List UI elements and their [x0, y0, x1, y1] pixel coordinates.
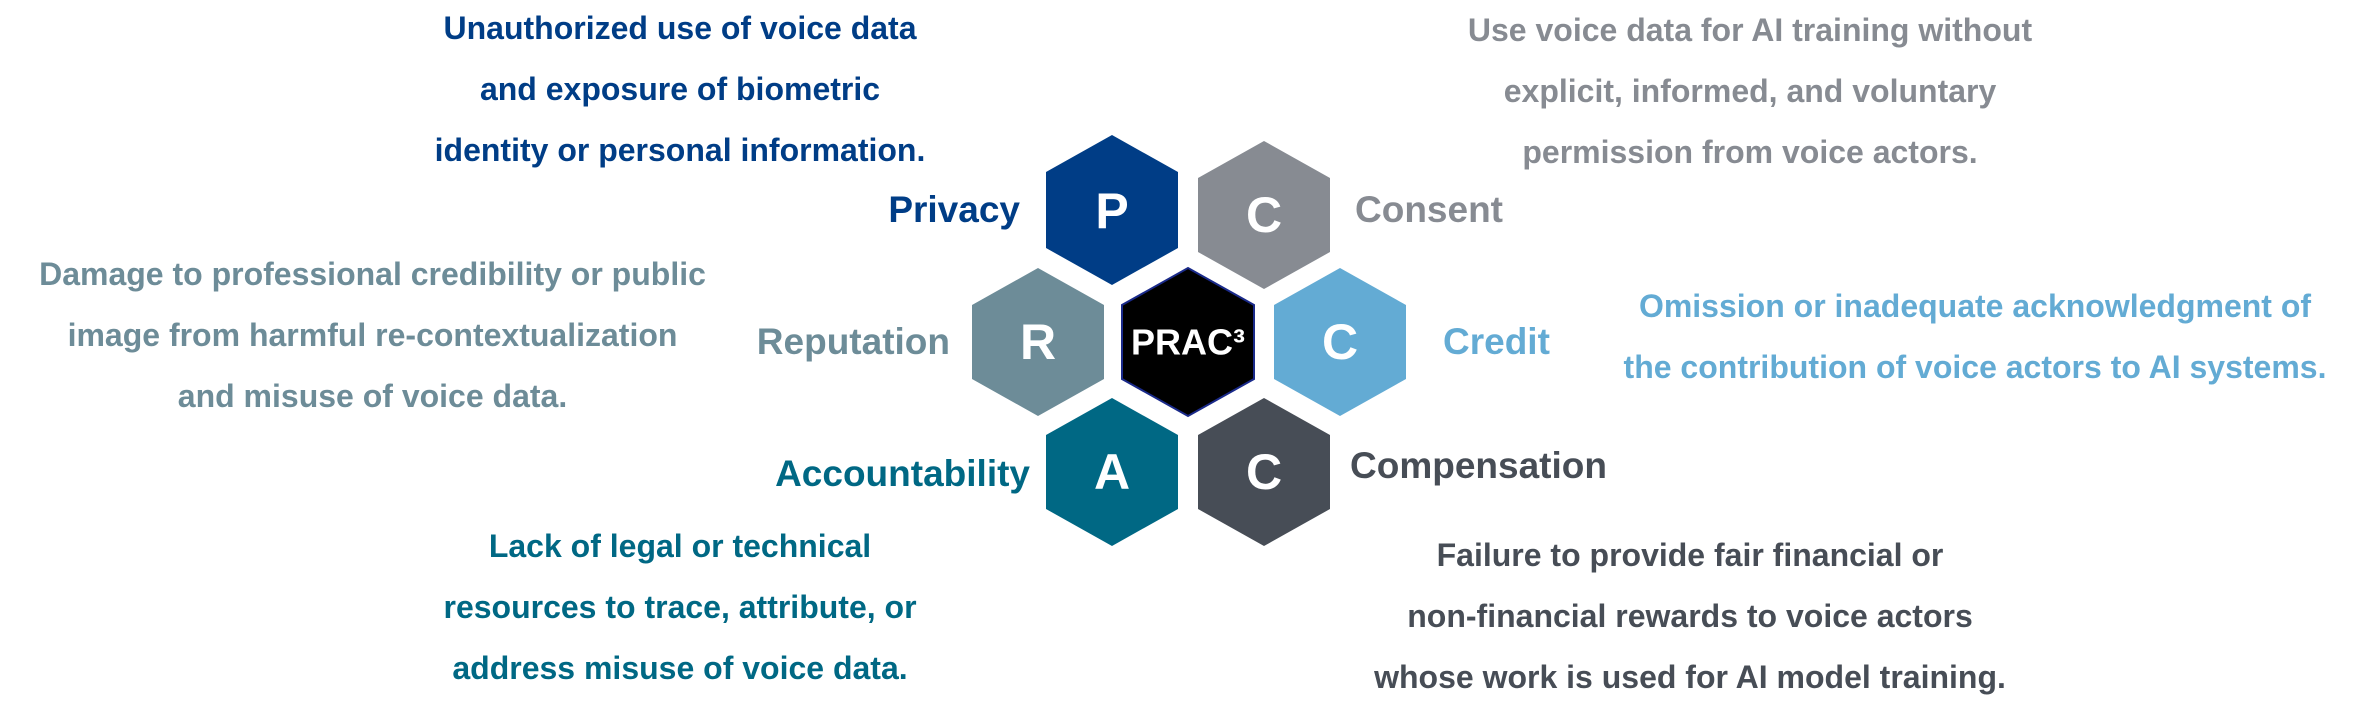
hex-accountability: A	[1046, 398, 1178, 546]
credit-description-line: the contribution of voice actors to AI s…	[1623, 349, 2327, 385]
privacy-description-line: Unauthorized use of voice data	[443, 10, 917, 46]
consent-description: Use voice data for AI training without e…	[1420, 0, 2080, 183]
reputation-description-line: image from harmful re-contextualization	[67, 317, 678, 353]
accountability-description-line: Lack of legal or technical	[488, 528, 872, 564]
reputation-description: Damage to professional credibility or pu…	[0, 244, 745, 427]
compensation-description-line: Failure to provide fair financial or	[1436, 537, 1944, 573]
hex-privacy-shape	[1046, 135, 1178, 285]
accountability-description-line: resources to trace, attribute, or	[443, 589, 917, 625]
compensation-description: Failure to provide fair financial or non…	[1350, 525, 2030, 708]
credit-label: Credit	[1443, 321, 1550, 362]
hex-compensation: C	[1198, 398, 1330, 546]
hex-credit: C	[1274, 268, 1406, 416]
hex-credit-shape	[1274, 268, 1406, 416]
privacy-label: Privacy	[888, 189, 1020, 230]
hex-privacy-letter: P	[1095, 183, 1128, 239]
hex-consent-shape	[1198, 141, 1330, 289]
consent-description-line: explicit, informed, and voluntary	[1503, 73, 1997, 109]
credit-description: Omission or inadequate acknowledgment of…	[1590, 276, 2360, 398]
privacy-description-line: identity or personal information.	[434, 132, 926, 168]
hex-reputation-letter: R	[1020, 314, 1056, 370]
accountability-description-line: address misuse of voice data.	[452, 650, 908, 686]
hex-center: PRAC³	[1121, 266, 1255, 418]
compensation-description-line: non-financial rewards to voice actors	[1407, 598, 1973, 634]
consent-description-line: permission from voice actors.	[1522, 134, 1978, 170]
hex-compensation-shape	[1198, 398, 1330, 546]
hex-consent: C	[1198, 141, 1330, 289]
hex-compensation-letter: C	[1246, 444, 1282, 500]
reputation-label: Reputation	[756, 321, 950, 362]
hex-reputation-shape	[972, 268, 1104, 416]
hex-accountability-letter: A	[1094, 444, 1130, 500]
hex-consent-letter: C	[1246, 187, 1282, 243]
hex-reputation: R	[972, 268, 1104, 416]
accountability-label: Accountability	[775, 453, 1030, 494]
compensation-label: Compensation	[1350, 445, 1607, 486]
accountability-description: Lack of legal or technical resources to …	[400, 516, 960, 699]
reputation-description-line: and misuse of voice data.	[177, 378, 568, 414]
hex-center-shape	[1121, 266, 1255, 418]
credit-description-line: Omission or inadequate acknowledgment of	[1638, 288, 2312, 324]
hex-center-label: PRAC³	[1131, 322, 1245, 363]
hex-credit-letter: C	[1322, 314, 1358, 370]
hex-privacy: P	[1046, 135, 1178, 285]
compensation-description-line: whose work is used for AI model training…	[1374, 659, 2006, 695]
privacy-description-line: and exposure of biometric	[479, 71, 881, 107]
hex-accountability-shape	[1046, 398, 1178, 546]
reputation-description-line: Damage to professional credibility or pu…	[39, 256, 706, 292]
consent-label: Consent	[1355, 189, 1503, 230]
privacy-description: Unauthorized use of voice data and expos…	[400, 0, 960, 181]
consent-description-line: Use voice data for AI training without	[1467, 12, 2033, 48]
